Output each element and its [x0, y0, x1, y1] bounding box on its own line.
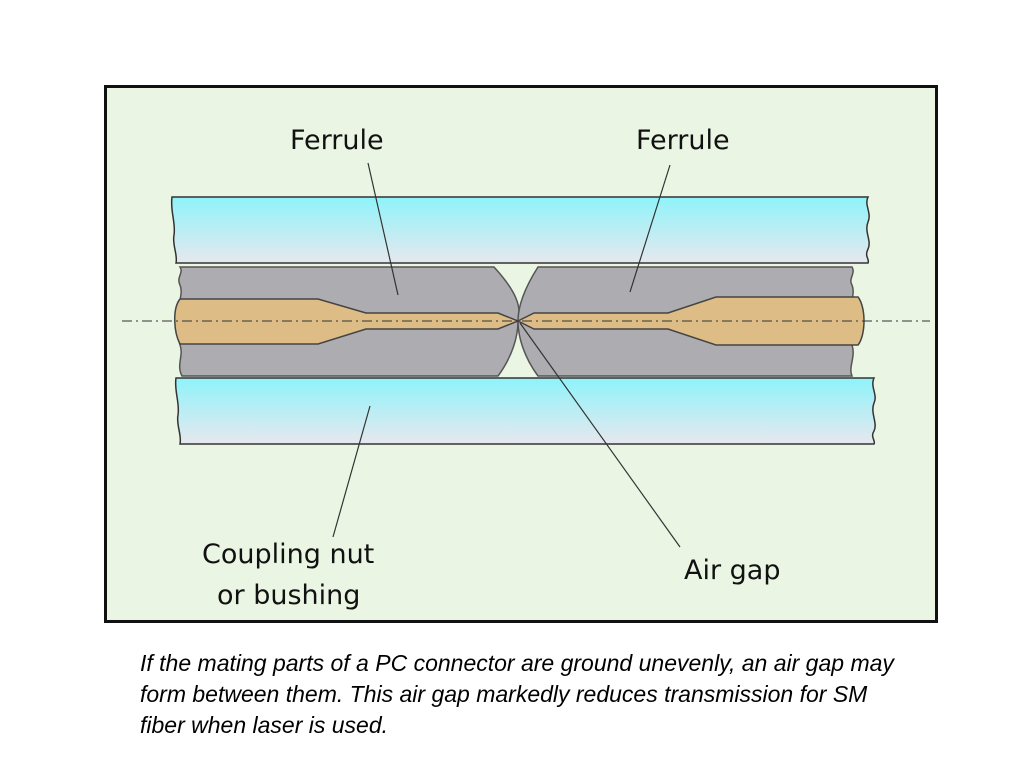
leader-line-coupling: [332, 405, 371, 538]
leader-line-air-gap: [519, 322, 681, 548]
leader-line-ferrule-left: [367, 162, 399, 296]
label-coupling-line1: Coupling nut: [202, 539, 374, 570]
coupling-nut-lower: [174, 377, 876, 445]
coupling-nut-upper: [170, 196, 870, 264]
connector-diagram: Ferrule Ferrule Coupling nut or bushing …: [104, 85, 938, 623]
caption-text: If the mating parts of a PC connector ar…: [140, 650, 894, 738]
label-air-gap: Air gap: [684, 555, 780, 586]
label-coupling-line2: or bushing: [217, 580, 360, 611]
label-ferrule-left: Ferrule: [290, 125, 384, 156]
leader-line-ferrule-right: [629, 164, 671, 293]
label-ferrule-right: Ferrule: [636, 125, 730, 156]
